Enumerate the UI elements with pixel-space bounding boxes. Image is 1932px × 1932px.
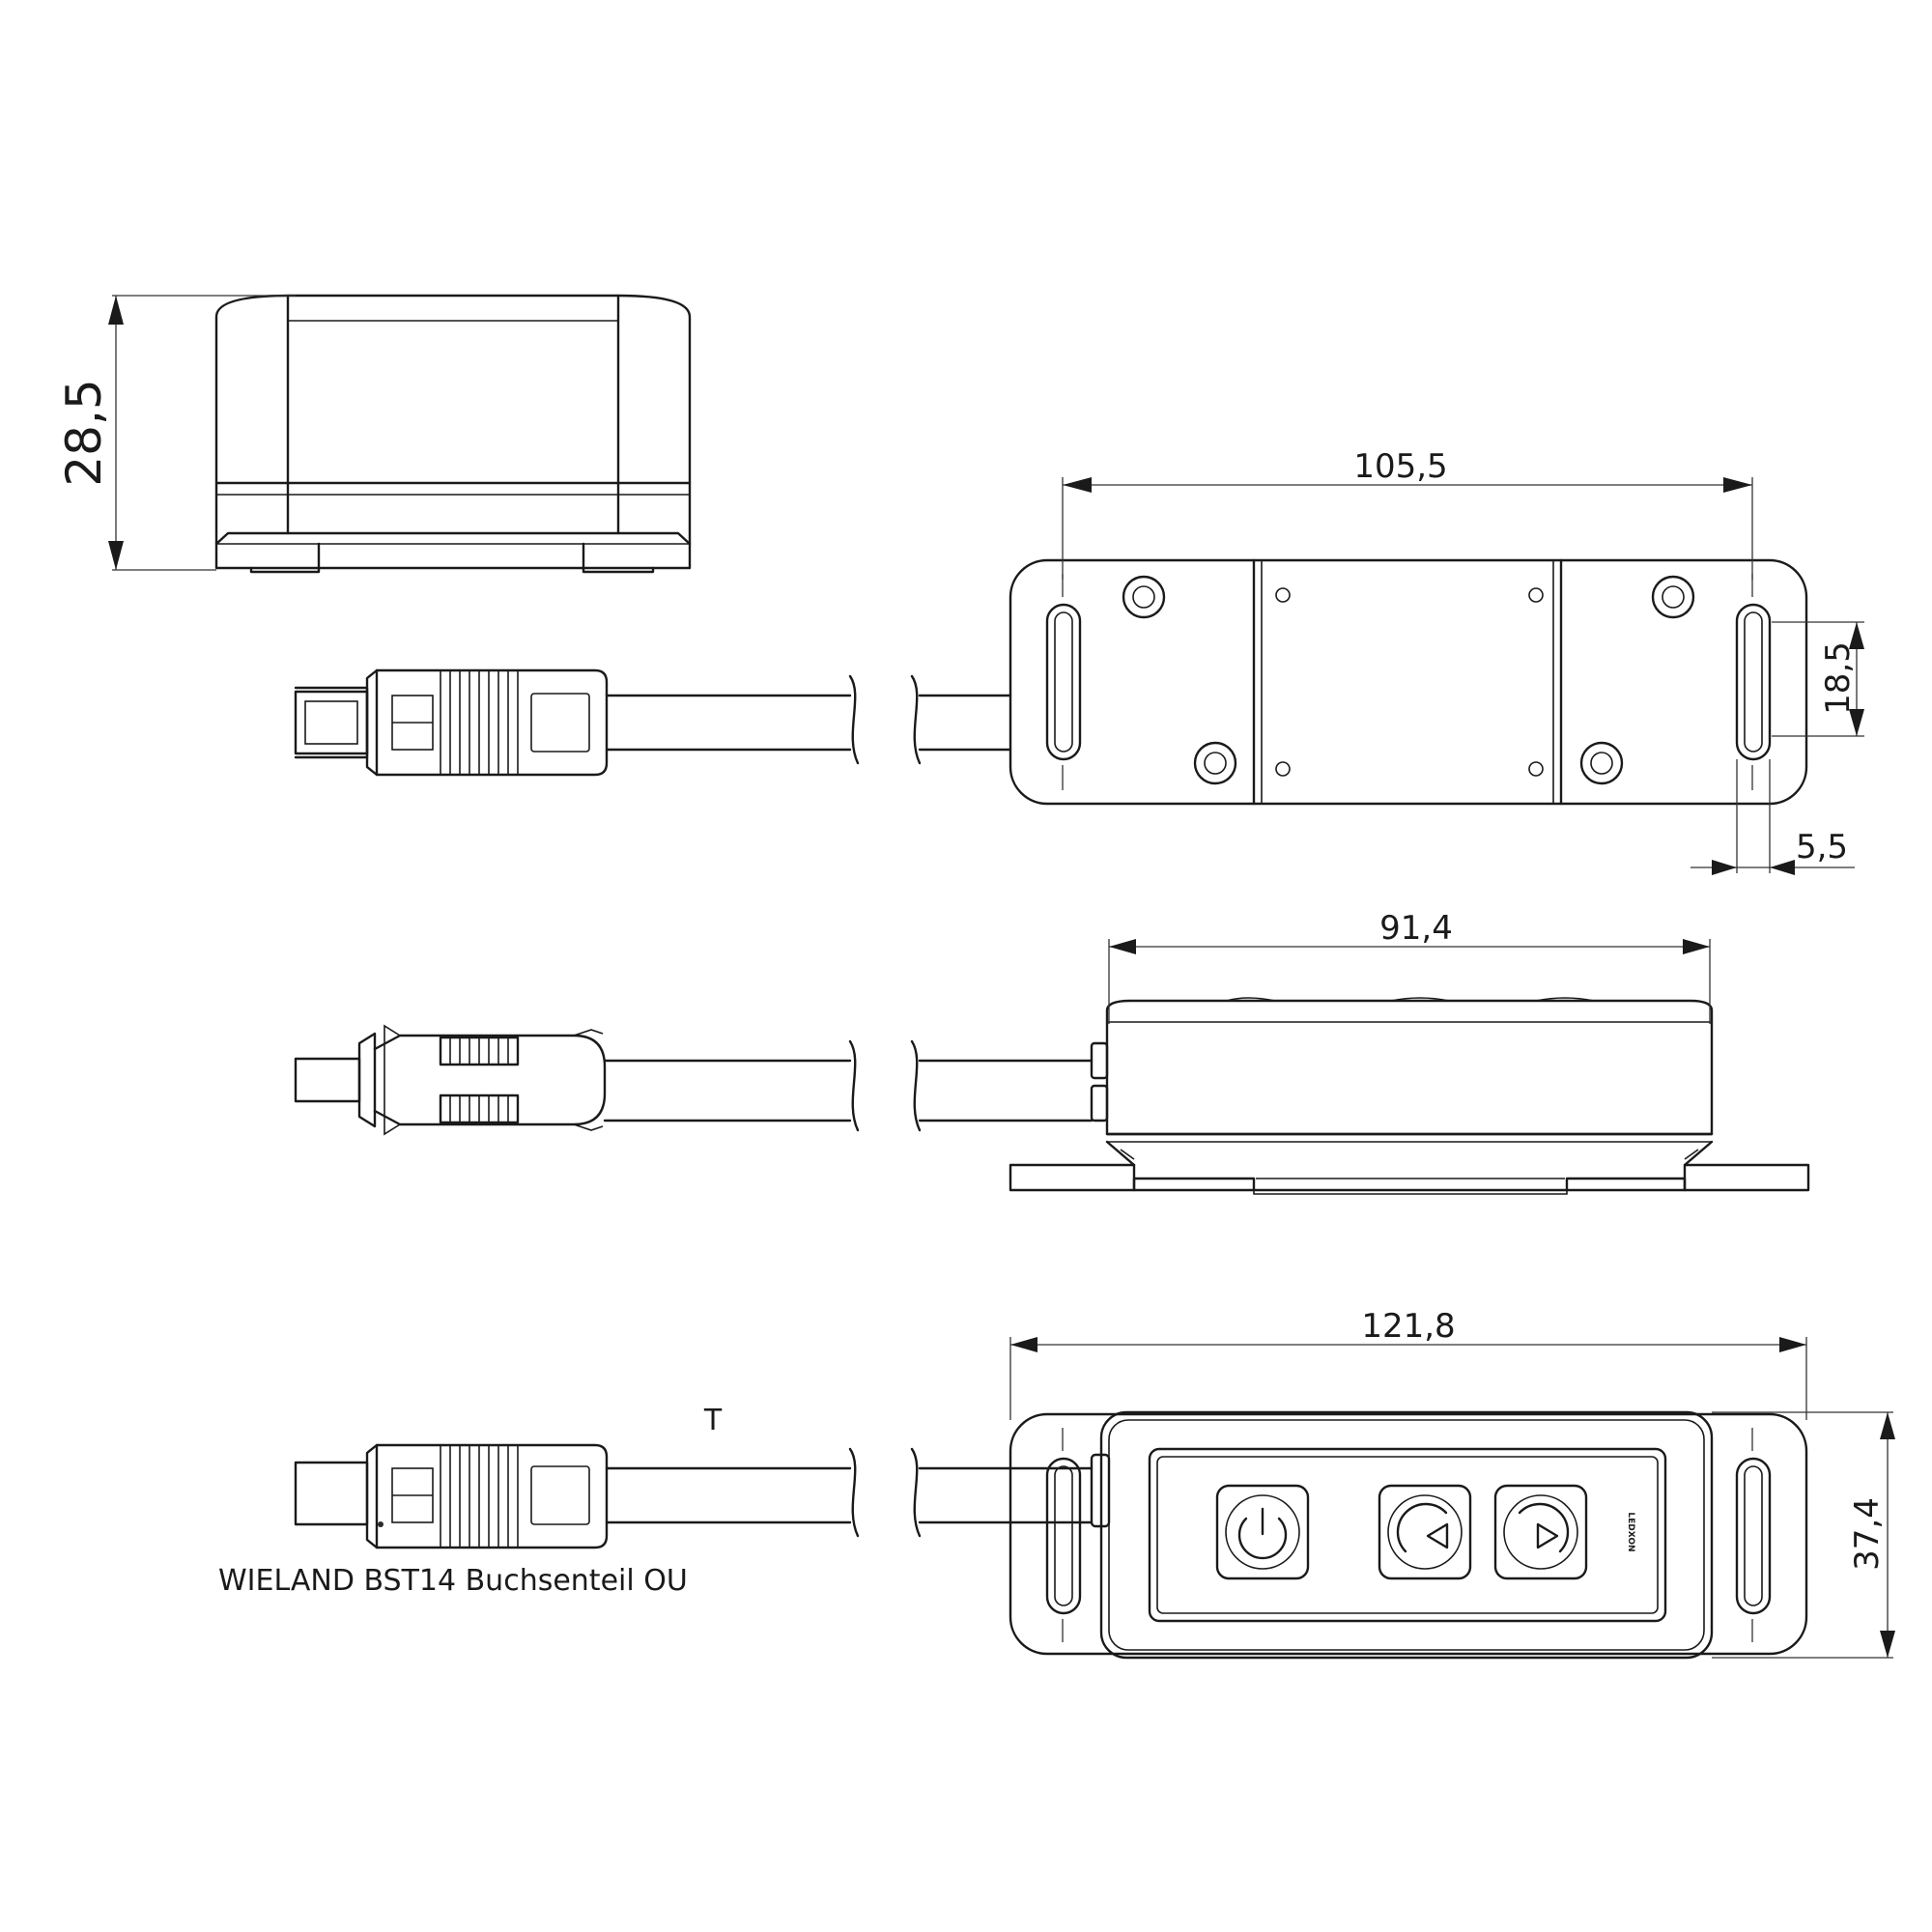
dimension-width-top: 105,5 [1062,447,1753,580]
rotate-right-icon [1518,1502,1570,1553]
dimension-width-mid: 91,4 [1108,909,1711,1024]
brand-logo: LEDXON [1626,1512,1635,1551]
power-button[interactable] [1215,1484,1310,1580]
side-view-housing [214,294,692,574]
dimension-height-bottom: 37,4 [1712,1411,1895,1659]
t-marker: T [703,1404,723,1437]
dimension-slot-offset: 5,5 [1690,759,1855,875]
power-icon [1237,1507,1288,1560]
rotate-left-icon [1396,1502,1449,1553]
dim-slot-offset-label: 5,5 [1796,828,1848,867]
rotate-right-button[interactable] [1493,1484,1588,1580]
dimension-width-bottom: 121,8 [1009,1307,1807,1420]
dimension-slot-height: 18,5 [1772,621,1864,737]
connector-top [294,668,1012,777]
dim-height-side-label: 28,5 [56,379,112,486]
connector-bottom [294,1443,1094,1549]
dim-width-mid-label: 91,4 [1379,909,1453,948]
front-view-housing [1009,997,1810,1195]
dim-slot-height-label: 18,5 [1819,641,1858,715]
dim-height-bottom-label: 37,4 [1848,1497,1887,1571]
dim-width-top-label: 105,5 [1353,447,1447,486]
rotate-left-button[interactable] [1378,1484,1472,1580]
dim-width-bottom-label: 121,8 [1361,1307,1455,1346]
dimension-height-side: 28,5 [56,295,296,571]
button-view-housing [1009,1410,1808,1660]
connector-middle [294,1024,1094,1136]
connector-label: WIELAND BST14 Buchsenteil OU [218,1564,688,1598]
top-view-housing [1009,558,1808,806]
